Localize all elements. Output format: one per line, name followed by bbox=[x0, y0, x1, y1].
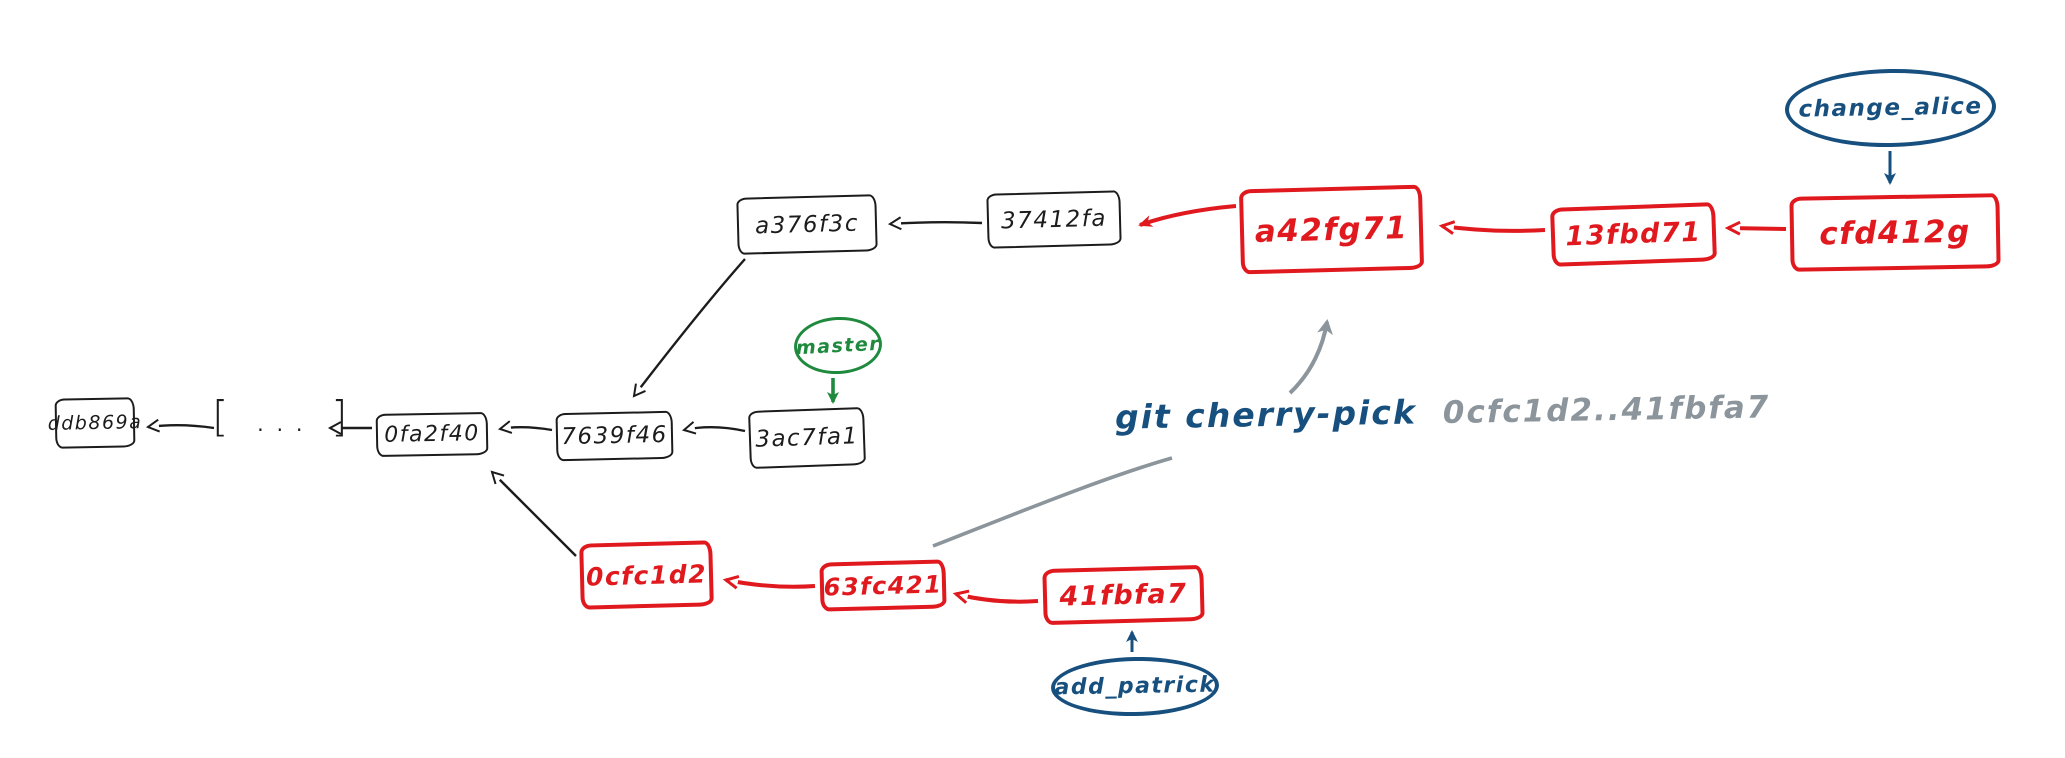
commit-63fc421: 63fc421 bbox=[819, 559, 947, 612]
arrow-63fc421-to-0cfc1d2 bbox=[722, 574, 816, 590]
arrow-command-to-a42fg71 bbox=[1288, 319, 1333, 395]
arrow-7639f46-to-0fa2f40 bbox=[497, 420, 553, 434]
leader-line-command-to-range bbox=[932, 456, 1173, 548]
command-text: git cherry-pick bbox=[1114, 392, 1418, 437]
branch-name: add_patrick bbox=[1054, 672, 1216, 701]
arrow-13fbd71-to-a42fg71 bbox=[1438, 220, 1546, 235]
branch-label-add-patrick: add_patrick bbox=[1050, 655, 1220, 718]
commit-a376f3c: a376f3c bbox=[736, 194, 878, 255]
commit-label: 7639f46 bbox=[561, 421, 668, 451]
commit-a42fg71: a42fg71 bbox=[1238, 184, 1425, 275]
commit-label: 0cfc1d2 bbox=[585, 558, 708, 592]
arrow-41fbfa7-to-63fc421 bbox=[952, 589, 1039, 604]
ellipsis-label: [ ... ] bbox=[212, 392, 354, 441]
commit-label: 63fc421 bbox=[823, 569, 943, 602]
arrow-0cfc1d2-to-0fa2f40 bbox=[490, 470, 577, 557]
commit-41fbfa7: 41fbfa7 bbox=[1042, 564, 1205, 626]
arrow-a376f3c-to-7639f46 bbox=[632, 258, 746, 398]
commit-3ac7fa1: 3ac7fa1 bbox=[748, 406, 866, 470]
branch-label-change-alice: change_alice bbox=[1784, 67, 1997, 149]
command-annotation: git cherry-pick 0cfc1d2..41fbfa7 bbox=[1115, 386, 1771, 436]
commit-0fa2f40: 0fa2f40 bbox=[375, 412, 489, 457]
commit-label: cfd412g bbox=[1818, 213, 1972, 252]
commit-13fbd71: 13fbd71 bbox=[1550, 202, 1717, 267]
branch-name: change_alice bbox=[1798, 93, 1983, 123]
commit-label: ddb869a bbox=[47, 411, 143, 435]
arrow-37412fa-to-a376f3c bbox=[887, 216, 983, 231]
branch-name: master bbox=[795, 332, 881, 359]
arrow-cfd412g-to-13fbd71 bbox=[1724, 220, 1787, 236]
commit-ddb869a: ddb869a bbox=[48, 397, 142, 449]
commit-label: a42fg71 bbox=[1254, 209, 1409, 250]
arrow-a42fg71-to-37412fa bbox=[1138, 204, 1237, 227]
commit-label: 3ac7fa1 bbox=[754, 423, 860, 453]
arrow-3ac7fa1-to-7639f46 bbox=[681, 421, 746, 435]
commit-label: 37412fa bbox=[1000, 205, 1108, 234]
commit-label: a376f3c bbox=[754, 210, 860, 239]
commit-ellipsis: [ ... ] bbox=[212, 392, 354, 441]
commit-cfd412g: cfd412g bbox=[1789, 193, 2001, 272]
command-range: 0cfc1d2..41fbfa7 bbox=[1442, 389, 1771, 431]
commit-7639f46: 7639f46 bbox=[555, 410, 674, 462]
arrow-ellipsis-to-ddb869a bbox=[145, 418, 215, 433]
commit-label: 0fa2f40 bbox=[384, 421, 480, 448]
commit-0cfc1d2: 0cfc1d2 bbox=[579, 540, 714, 610]
branch-label-master: master bbox=[792, 314, 884, 377]
commit-37412fa: 37412fa bbox=[986, 190, 1122, 249]
commit-label: 13fbd71 bbox=[1564, 216, 1703, 253]
commit-label: 41fbfa7 bbox=[1059, 577, 1188, 613]
